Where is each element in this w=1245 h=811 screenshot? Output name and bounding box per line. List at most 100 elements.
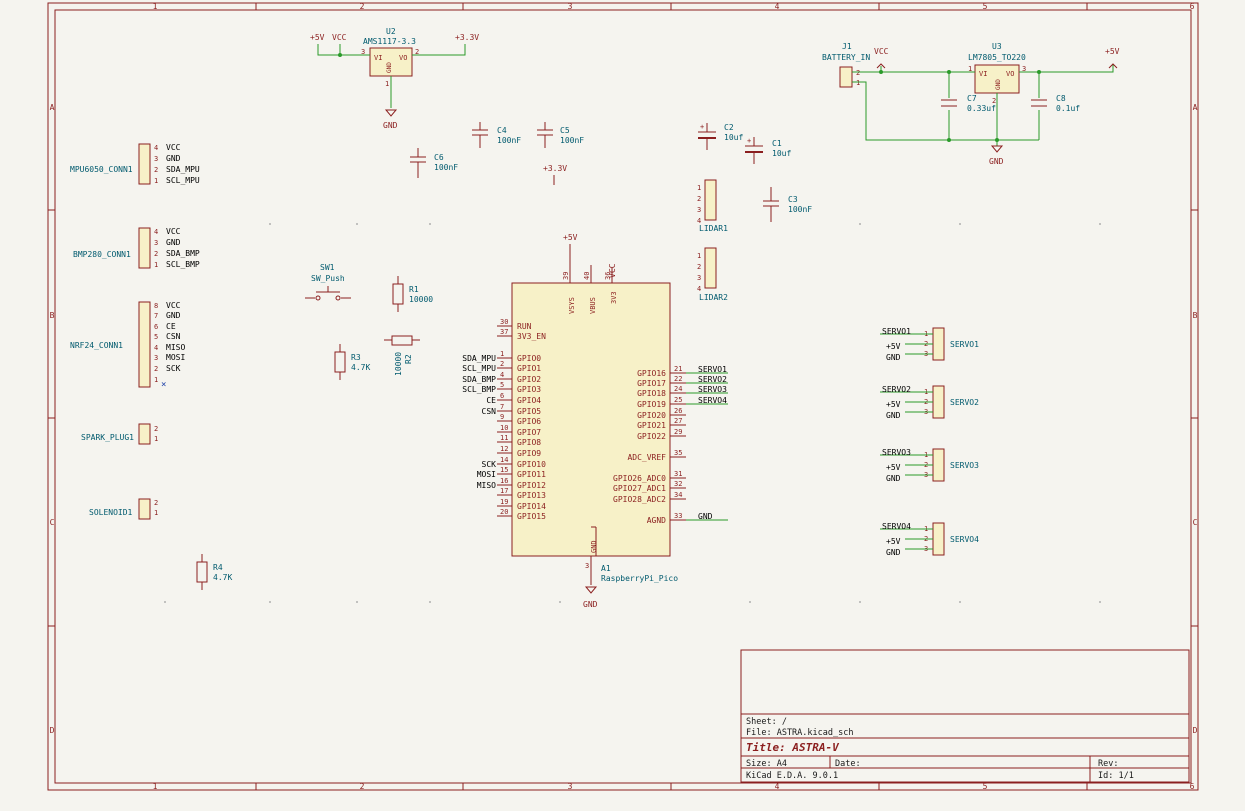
u2-pin: 2 [415,48,419,56]
pin-name: VBUS [589,297,597,314]
c5-ref: C5 [560,126,570,135]
svg-text:3: 3 [697,274,701,282]
c8-ref: C8 [1056,94,1066,103]
u3-pin: 1 [968,65,972,73]
pin-name: GPIO6 [517,417,541,426]
mpu-name: MPU6050_CONN1 [70,165,133,174]
pin-name: GPIO8 [517,438,541,447]
pin-number: 39 [562,272,570,280]
pin-name: GPIO17 [637,379,666,388]
c7-capacitor[interactable] [941,99,957,107]
net-label: GND [886,474,901,483]
pin-number: 10 [500,424,508,432]
p5v-label: +5V [563,233,578,242]
u3-junctions [879,70,1041,142]
r1-value: 10000 [409,295,433,304]
r4-ref: R4 [213,563,223,572]
pin-name: GPIO2 [517,375,541,384]
c6-capacitor[interactable] [410,148,426,178]
u3-pin: 3 [1022,65,1026,73]
title-block: Sheet: / File: ASTRA.kicad_sch Title: AS… [740,649,1190,783]
pin-name: GND [590,540,598,553]
row-label: B [1193,311,1198,320]
gnd-label: GND [583,600,598,609]
row-label: D [1193,726,1198,735]
c3-capacitor[interactable] [763,187,779,222]
r3-resistor[interactable]: R3 4.7K [334,344,370,380]
net-label: SERVO3 [882,448,911,457]
pin-name: GPIO0 [517,354,541,363]
j1-battery-connector[interactable]: J1 BATTERY_IN 2 1 [822,42,870,88]
u2-ref: U2 [386,27,396,36]
pin-name: GPIO28_ADC2 [613,495,666,504]
svg-text:VCC: VCC [166,301,181,310]
r1-resistor[interactable]: R1 10000 [392,276,433,312]
svg-text:CE: CE [166,322,176,331]
c3-value: 100nF [788,205,812,214]
svg-text:1: 1 [154,376,158,384]
c2-capacitor[interactable]: + [698,123,716,150]
sw1-value: SW_Push [311,274,345,283]
net-label: CSN [482,407,497,416]
solenoid-connector[interactable]: SOLENOID1 21 [89,498,158,520]
pico-ref: A1 [601,564,611,573]
c1-value: 10uf [772,149,791,158]
col-label: 2 [360,782,365,791]
net-label: +5V [886,400,901,409]
spark-plug-connector[interactable]: SPARK_PLUG1 21 [81,423,158,445]
pin-name: GPIO10 [517,460,546,469]
pico-top-pins: +5V VCC 39 40 36 VSYS VBUS 3V3 [562,233,618,314]
r4-resistor[interactable]: R4 4.7K [196,554,232,590]
nrf-name: NRF24_CONN1 [70,341,123,350]
col-label: 3 [568,782,573,791]
svg-text:2: 2 [154,166,158,174]
junction [338,53,342,57]
c1-capacitor[interactable]: + [745,137,763,164]
c4-capacitor[interactable] [472,122,488,148]
svg-text:3: 3 [697,206,701,214]
pin-name: GPIO14 [517,502,546,511]
u3-regulator[interactable]: U3 LM7805_TO220 VI VO GND 1 3 2 [968,42,1026,105]
lidar2-name: LIDAR2 [699,293,728,302]
gnd-label: GND [989,157,1004,166]
svg-text:4: 4 [697,217,701,225]
tb-size: Size: A4 [746,759,787,769]
pin-name: ADC_VREF [627,453,666,462]
svg-text:+: + [747,137,751,145]
pin-name: GPIO22 [637,432,666,441]
u2-regulator[interactable]: U2 AMS1117-3.3 VI VO GND 3 2 1 [361,27,419,88]
lidar1-connector[interactable]: 12 34 LIDAR1 [697,179,728,233]
svg-text:8: 8 [154,302,158,310]
pin-number: 26 [674,407,682,415]
lidar1-name: LIDAR1 [699,224,728,233]
pin-number: 6 [500,392,504,400]
svg-text:4: 4 [154,144,158,152]
net-label: +5V [886,537,901,546]
pin-name: RUN [517,322,532,331]
c8-capacitor[interactable] [1031,99,1047,107]
svg-text:CSN: CSN [166,332,181,341]
sw1-pushbutton[interactable]: SW1 SW_Push [305,263,351,301]
c5-value: 100nF [560,136,584,145]
u3-vi: VI [979,70,987,78]
svg-text:2: 2 [697,263,701,271]
pin-name: GPIO5 [517,407,541,416]
pin-number: 33 [674,512,682,520]
svg-text:4: 4 [697,285,701,293]
c6-ref: C6 [434,153,444,162]
svg-text:1: 1 [697,184,701,192]
p5v-label: +5V [1105,47,1120,56]
c5-capacitor[interactable] [537,122,553,148]
no-connect-icon: × [161,380,166,390]
r2-resistor[interactable]: R2 10000 [384,335,420,376]
lidar2-connector[interactable]: 12 34 LIDAR2 [697,247,728,302]
